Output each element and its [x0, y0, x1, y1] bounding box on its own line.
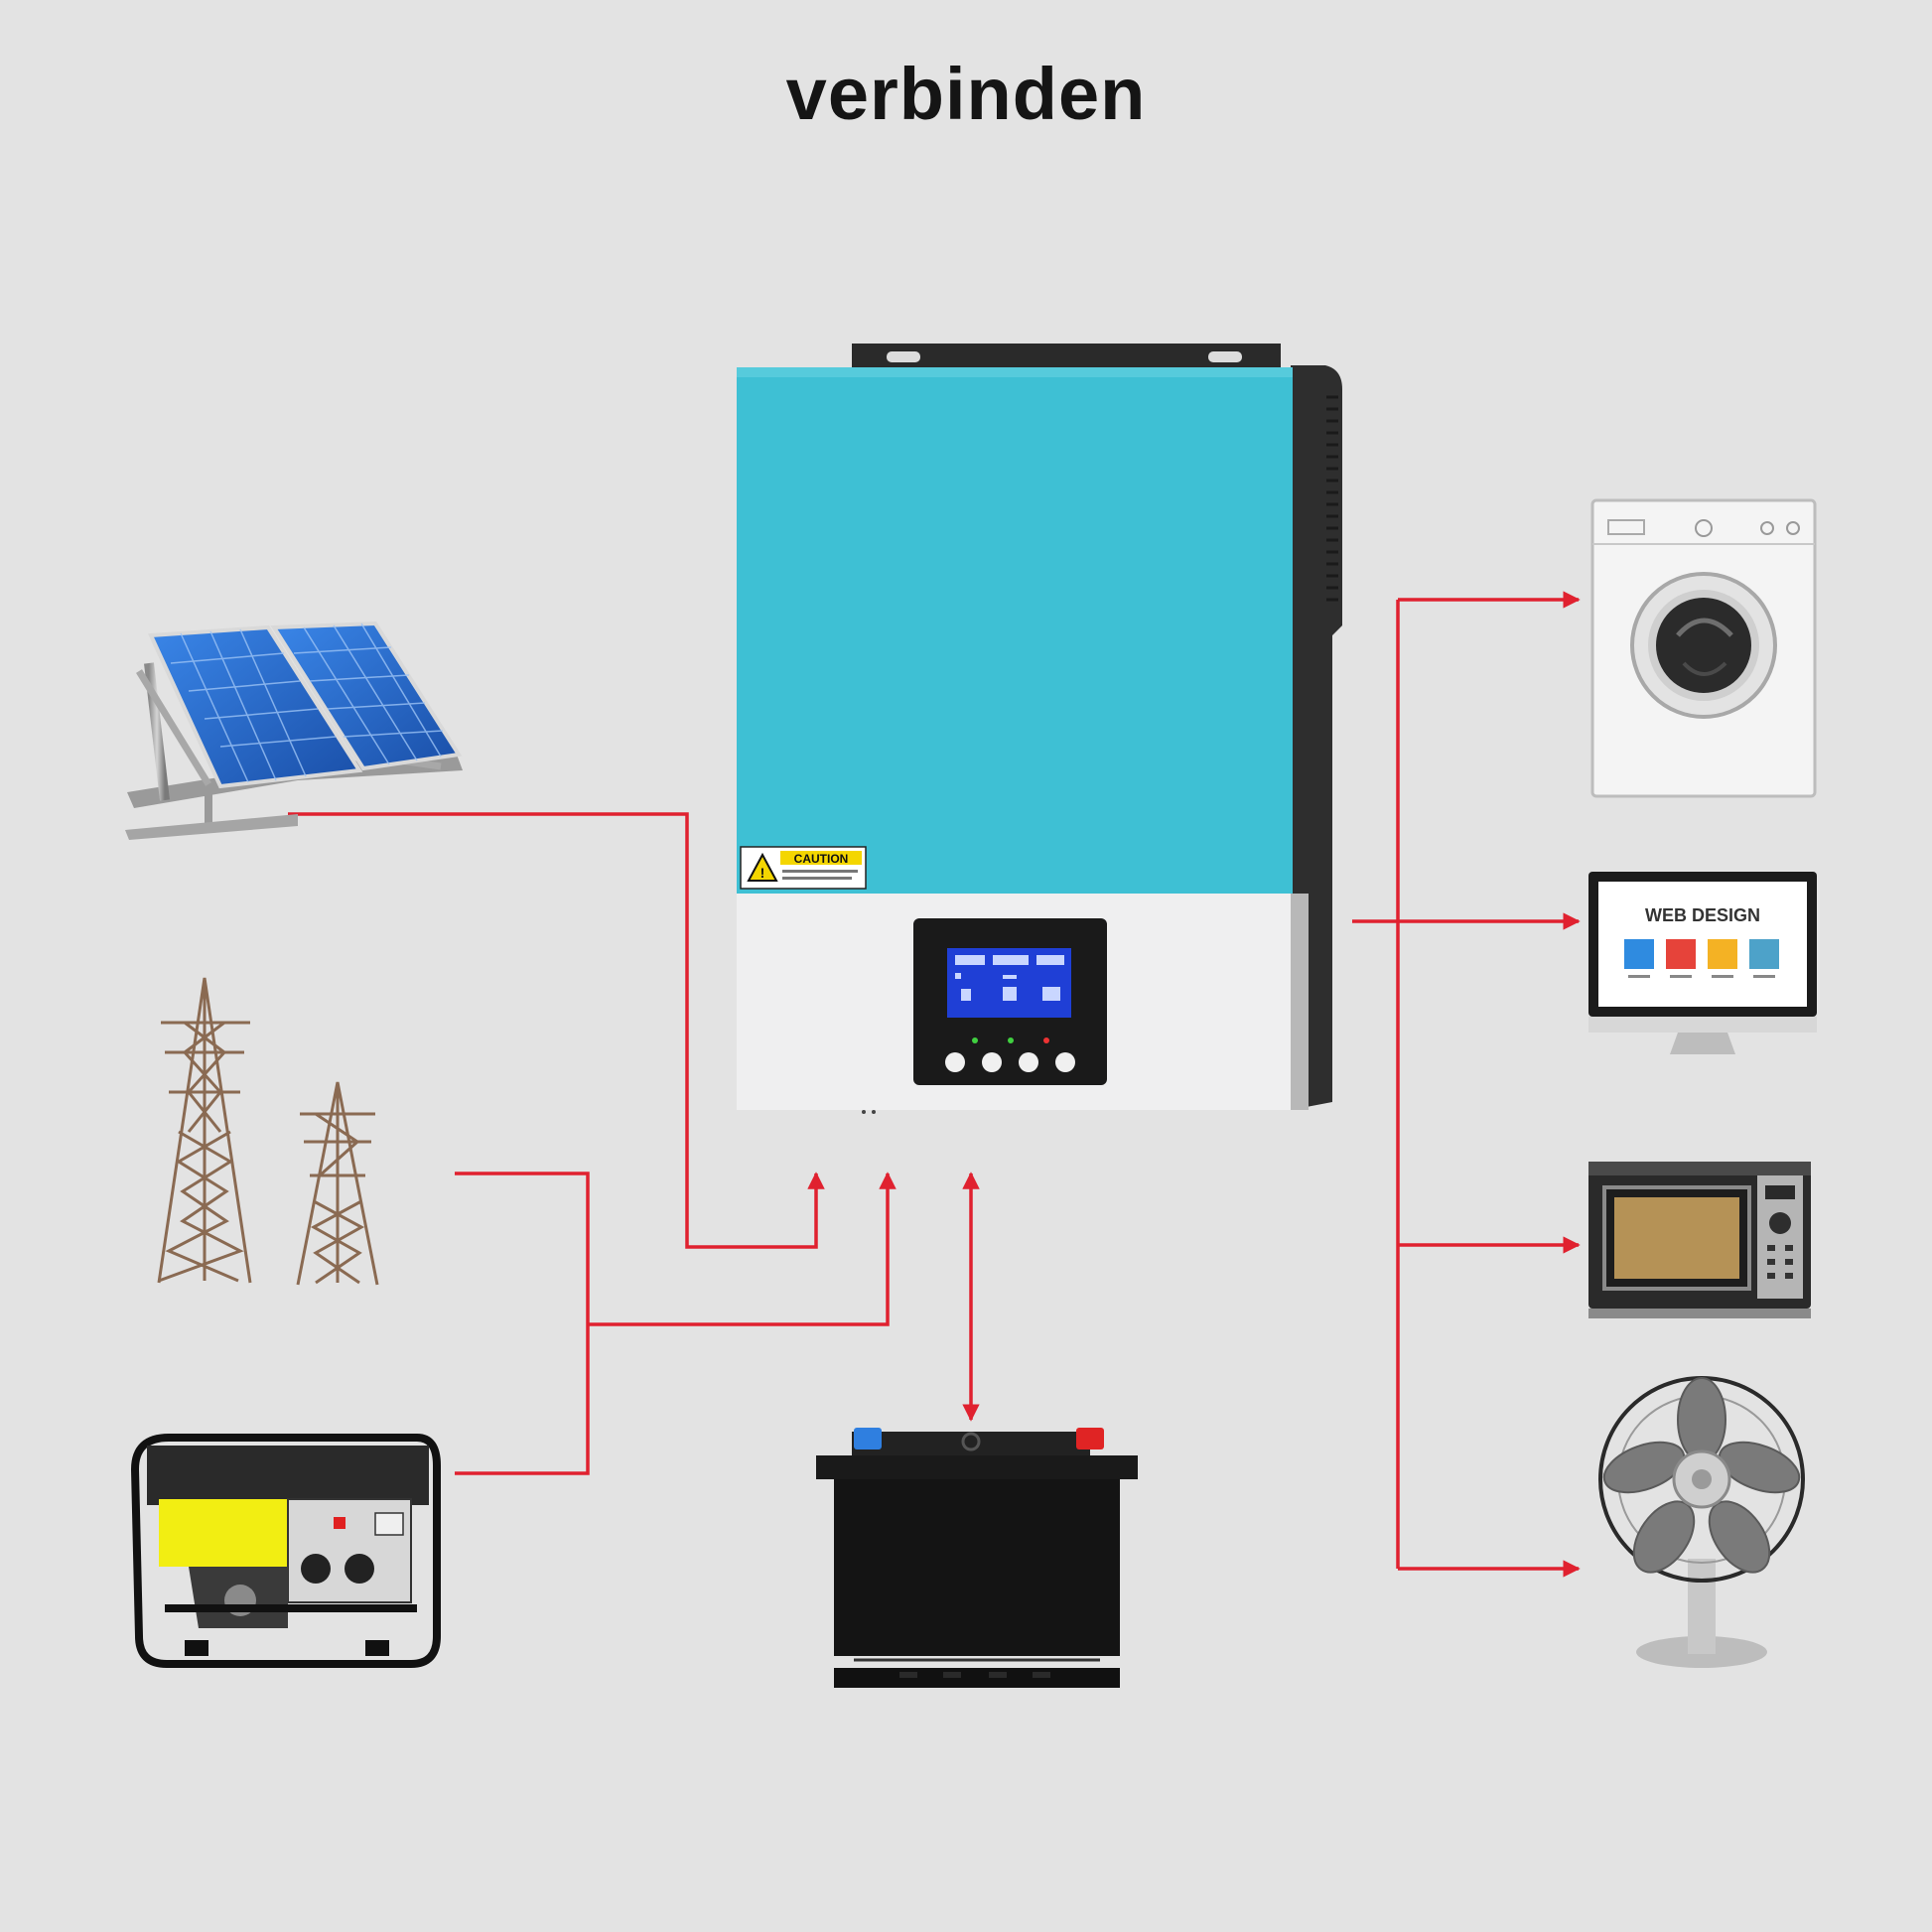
solar-panel-icon: [125, 621, 463, 840]
caution-sticker: ! CAUTION: [740, 846, 867, 890]
battery-icon: [816, 1428, 1138, 1688]
generator-icon: [130, 1434, 441, 1668]
panel-button-1[interactable]: [945, 1052, 965, 1072]
washing-machine-icon: [1590, 498, 1817, 798]
computer-monitor-icon: WEB DESIGN: [1588, 872, 1817, 1054]
inverter-control-panel: [913, 918, 1107, 1085]
microwave-icon: [1588, 1162, 1811, 1318]
grid-line: [455, 1172, 590, 1475]
solar-line: [288, 812, 825, 1249]
caution-text: CAUTION: [794, 852, 849, 866]
diagram-title: verbinden: [785, 53, 1147, 135]
panel-button-2[interactable]: [982, 1052, 1002, 1072]
negative-terminal: [854, 1428, 882, 1449]
panel-button-4[interactable]: [1055, 1052, 1075, 1072]
inverter: ! CAUTION: [737, 344, 1342, 1114]
monitor-screen-text: WEB DESIGN: [1645, 905, 1760, 925]
svg-text:!: !: [760, 865, 765, 881]
positive-terminal: [1076, 1428, 1104, 1449]
power-pylons-icon: [157, 977, 379, 1286]
ac-input-line: [588, 1172, 897, 1326]
inverter-front-panel: [737, 367, 1293, 894]
connection-lines: [288, 591, 1581, 1578]
desk-fan-icon: [1598, 1376, 1805, 1668]
panel-button-3[interactable]: [1019, 1052, 1038, 1072]
